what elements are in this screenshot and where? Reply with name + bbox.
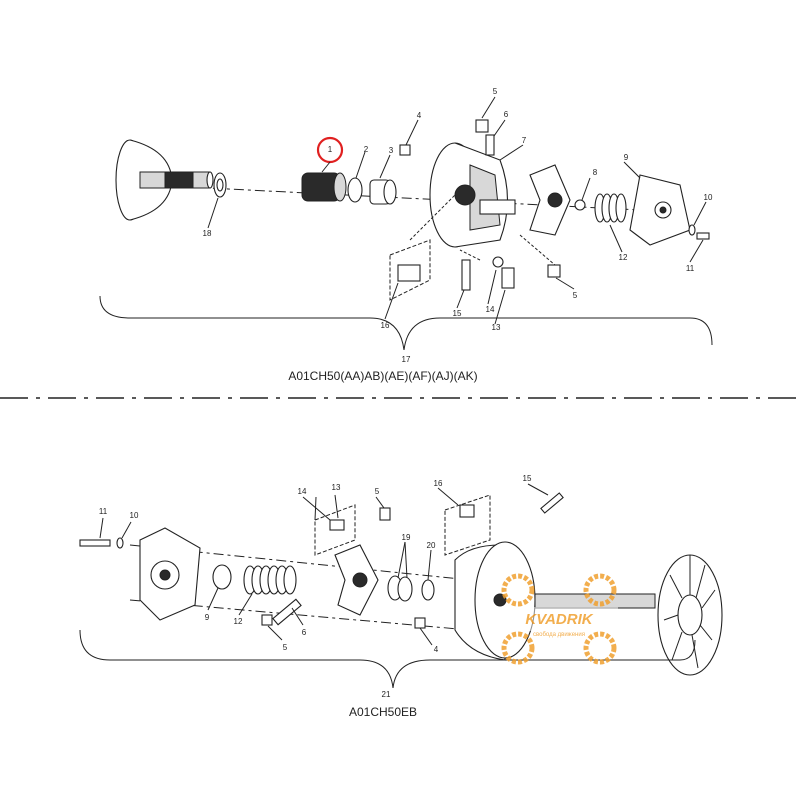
weight-5-bottom-left [261,614,273,626]
spider-assembly [529,164,571,236]
callout-6: 6 [504,110,509,119]
ring-9 [212,564,232,590]
callout-13: 13 [492,323,501,332]
callout-15-bottom: 15 [523,474,532,483]
top-model-code: A01CH50(AA)AB)(AE)(AF)(AJ)(AK) [288,369,477,383]
bushing-20 [421,579,435,601]
pin-6-bottom [272,598,302,626]
callout-5-lower: 5 [573,291,578,300]
watermark-tagline: свобода движения [533,632,585,638]
callout-4-bottom: 4 [434,645,439,654]
nut-14 [492,256,504,268]
top-exploded-diagram: 1 2 3 4 5 6 7 8 9 10 11 12 13 14 15 16 1… [99,87,713,383]
callout-13-bottom: 13 [332,483,341,492]
bolt-11-bottom [79,539,111,547]
callout-6-bottom: 6 [302,628,307,637]
bolt-15 [461,259,471,291]
callout-5-bottom-left: 5 [283,643,288,652]
bolt-11 [696,232,710,240]
top-leader-lines [207,96,707,325]
kvadrik-watermark-logo: KVADRIK свобода движения [500,573,618,665]
cover-9 [629,174,691,246]
insert-16-bottom [444,494,491,556]
roller-13 [501,267,515,289]
callout-10-bottom: 10 [130,511,139,520]
callout-11: 11 [686,264,695,273]
bottom-callout-labels: 11 10 9 12 6 5 14 13 5 19 20 4 16 15 21 [99,474,532,699]
bearing-1 [301,172,347,202]
washer-10 [688,224,696,236]
bottom-model-code: A01CH50EB [349,705,417,719]
callout-11-bottom: 11 [99,507,108,516]
callout-5: 5 [493,87,498,96]
movable-sheave [429,142,516,248]
ring-19b [397,576,413,602]
callout-5-bottom-top: 5 [375,487,380,496]
top-callout-labels: 1 2 3 4 5 6 7 8 9 10 11 12 13 14 15 16 1… [203,87,713,364]
weight-5-top-bottom [379,507,391,521]
callout-19: 19 [402,533,411,542]
nut-4-bottom [414,617,426,629]
nut-4 [399,144,411,156]
fixed-sheave-fan [534,554,723,676]
weight-5-bottom [547,264,561,278]
spider-bottom [334,544,379,616]
nut-8 [574,199,586,211]
callout-3: 3 [389,146,394,155]
insert-13-14 [314,504,356,556]
bushing-3 [369,179,397,205]
callout-9-bottom: 9 [205,613,210,622]
fixed-sheave [115,139,214,221]
callout-14-bottom: 14 [298,487,307,496]
callout-7: 7 [522,136,527,145]
spring-12-bottom [243,565,297,595]
bolt-15-bottom [540,492,564,514]
watermark-brand: KVADRIK [525,611,593,628]
callout-18: 18 [203,229,212,238]
callout-1: 1 [328,145,333,154]
ring-2 [347,177,363,203]
bottom-leader-lines [99,483,549,646]
callout-8: 8 [593,168,598,177]
top-assembly-bracket [99,295,713,351]
callout-12-bottom: 12 [234,617,243,626]
callout-14: 14 [486,305,495,314]
callout-20: 20 [427,541,436,550]
callout-16: 16 [381,321,390,330]
cover-9-bottom [139,527,201,621]
callout-10: 10 [704,193,713,202]
callout-9: 9 [624,153,629,162]
spring-12 [594,193,627,223]
assembly-callout-21: 21 [382,690,391,699]
washer-10-bottom [116,537,124,549]
pin-6 [485,134,495,156]
callout-2: 2 [364,145,369,154]
weight-5-top [475,119,489,133]
bottom-assembly-bracket [79,629,696,689]
bottom-exploded-diagram: 11 10 9 12 6 5 14 13 5 19 20 4 16 15 21 … [79,474,723,719]
callout-12: 12 [619,253,628,262]
callout-16-bottom: 16 [434,479,443,488]
callout-4: 4 [417,111,422,120]
callout-15: 15 [453,309,462,318]
assembly-callout-17: 17 [402,355,411,364]
insert-16 [389,239,431,301]
